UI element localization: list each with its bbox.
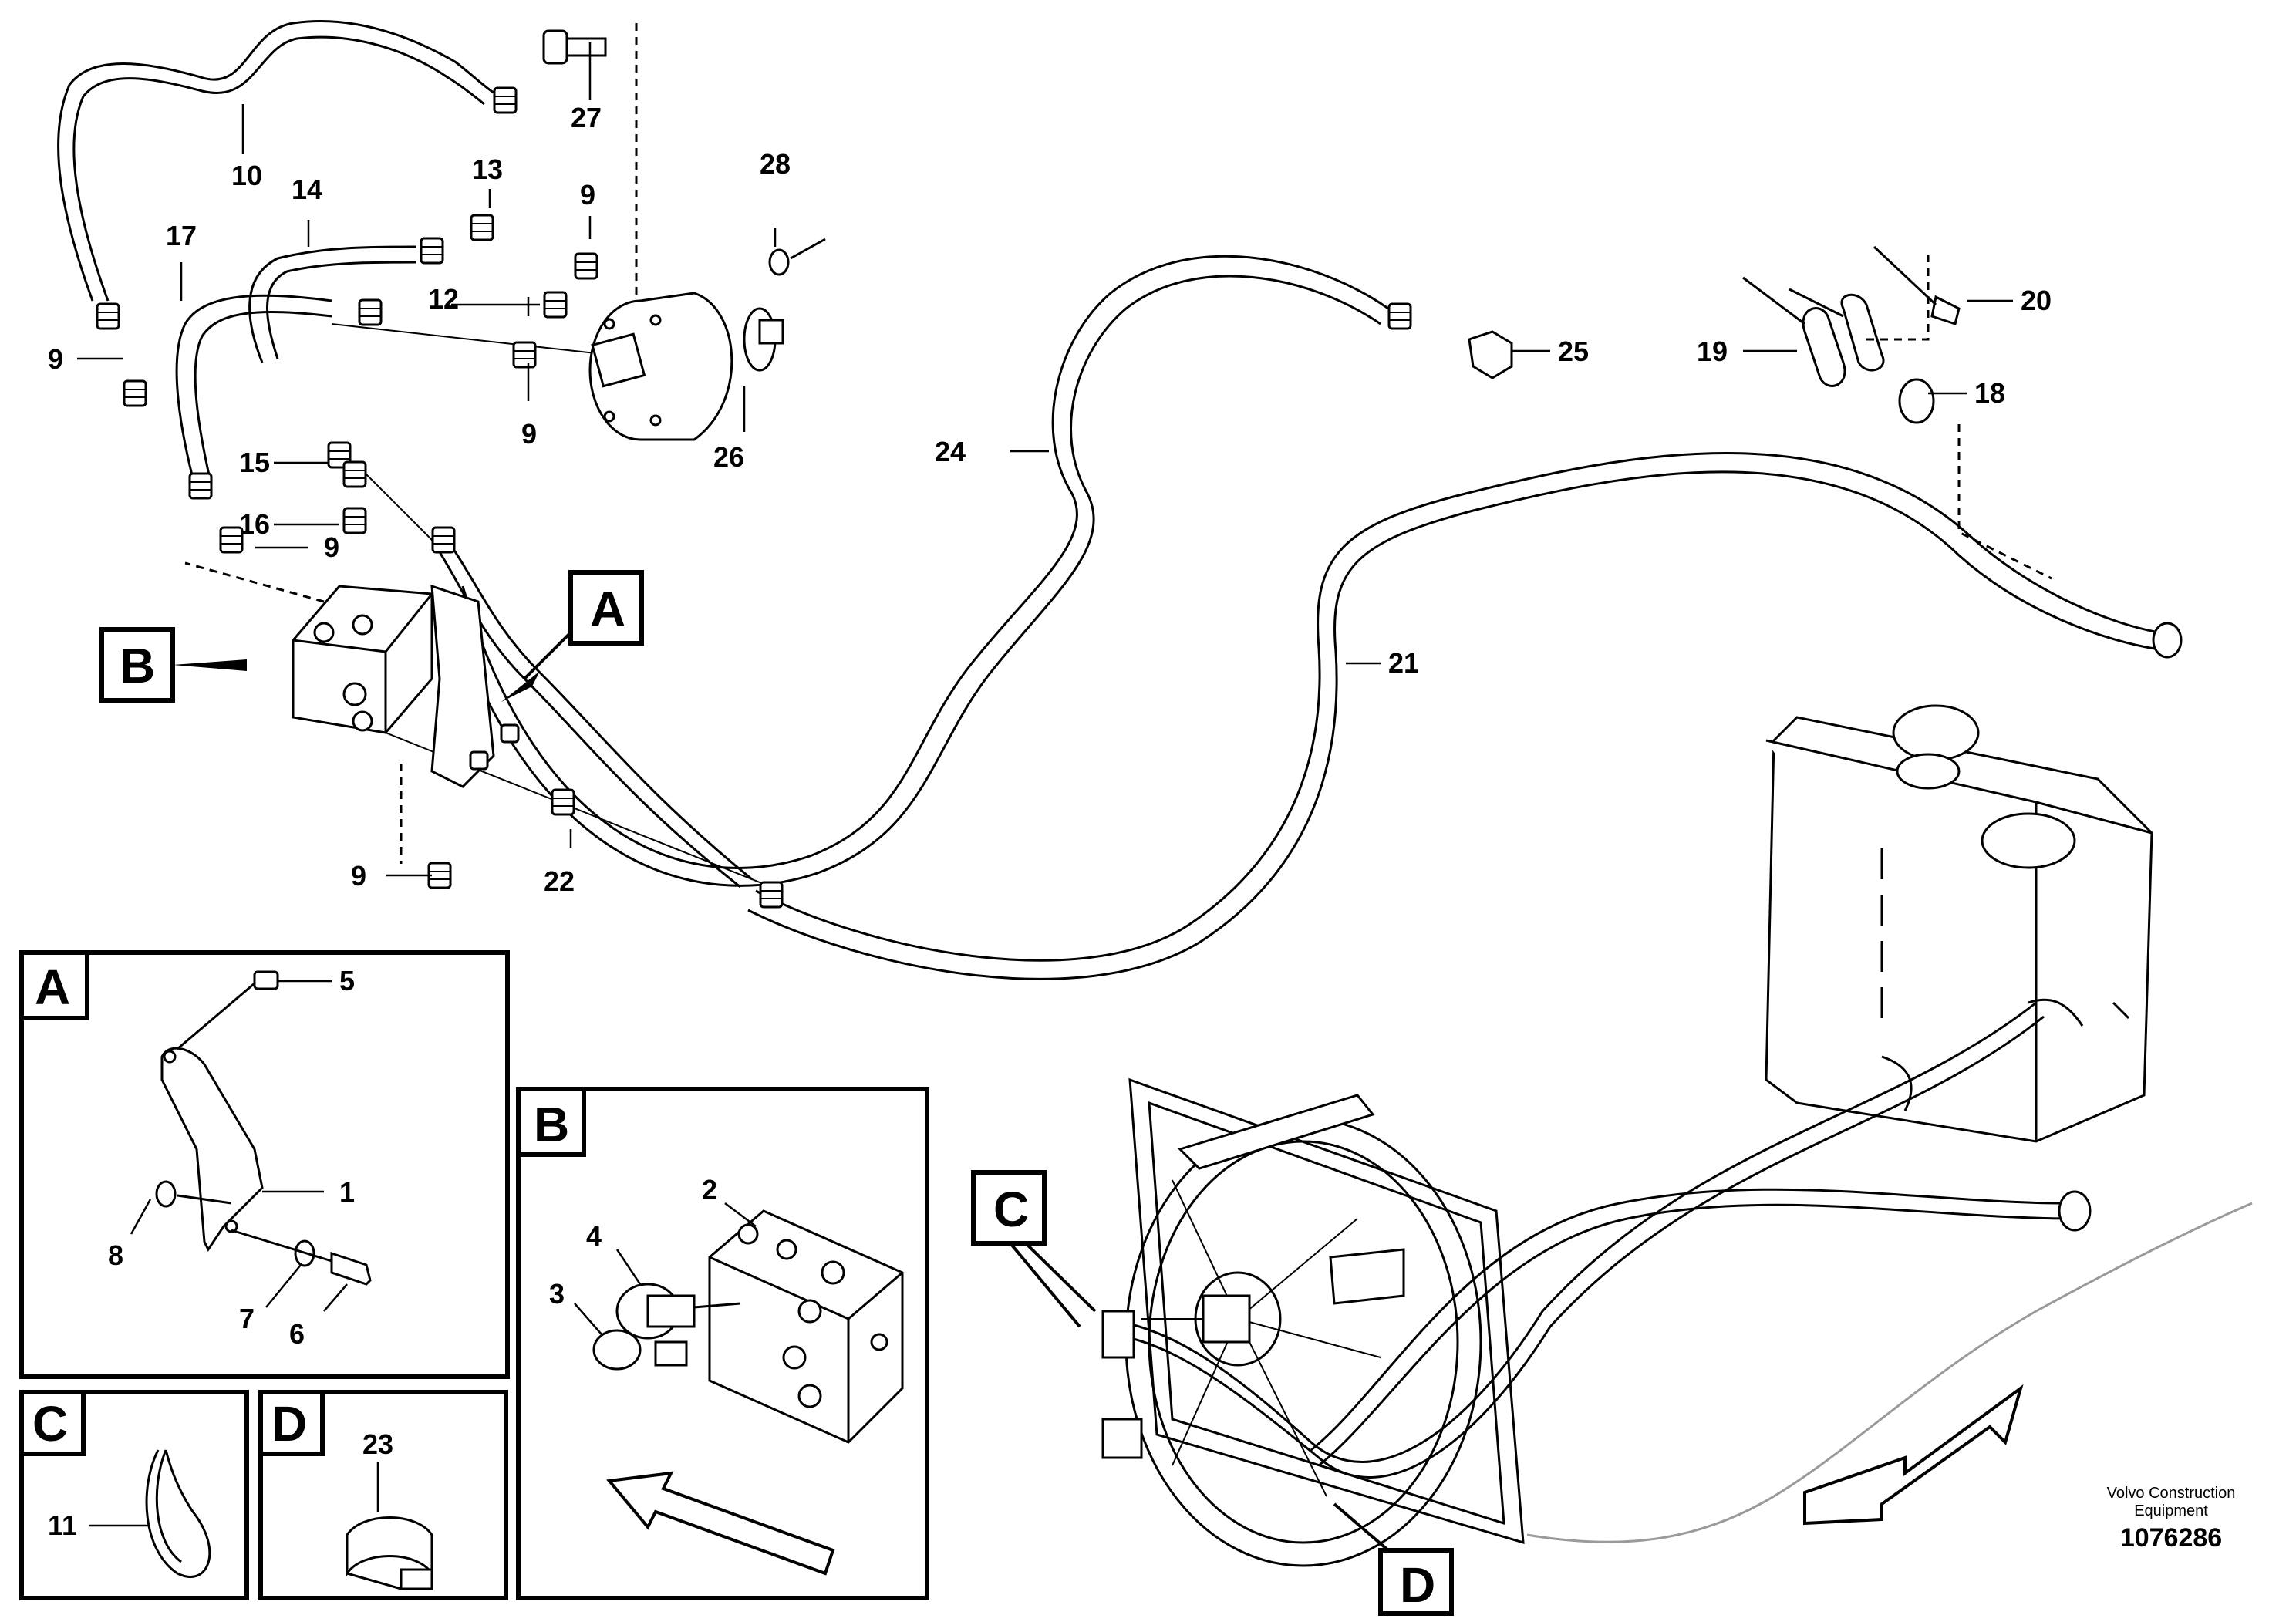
fittings	[96, 86, 1412, 909]
callout-9c: 9	[521, 418, 537, 450]
svg-text:C: C	[32, 1396, 68, 1452]
view-marker-b-main: B	[99, 627, 247, 703]
valve-block-main	[184, 561, 520, 864]
svg-text:C: C	[993, 1182, 1029, 1237]
svg-text:A: A	[35, 959, 70, 1015]
svg-text:D: D	[1400, 1557, 1435, 1613]
callout-16: 16	[239, 508, 270, 540]
hose-10	[57, 20, 494, 302]
callout-9b: 9	[48, 343, 63, 375]
callout-10: 10	[231, 160, 262, 191]
callout-13: 13	[472, 153, 503, 185]
reference-number: 1076286	[2120, 1523, 2222, 1553]
callout-20: 20	[2021, 285, 2052, 316]
callout-9d: 9	[324, 531, 339, 563]
hose-22	[430, 539, 753, 889]
hose-14	[248, 245, 417, 363]
callout-23: 23	[362, 1428, 393, 1460]
callout-22: 22	[544, 865, 575, 897]
fitting-25	[1468, 330, 1513, 379]
callout-7: 7	[239, 1303, 255, 1334]
bolt-27	[542, 23, 638, 301]
callout-1: 1	[339, 1176, 355, 1208]
flange-19	[1742, 245, 2052, 580]
inset-b: B 2 4 3	[516, 1087, 929, 1600]
hydraulic-motor-26	[588, 292, 784, 441]
callout-24: 24	[935, 436, 966, 467]
callout-4: 4	[586, 1220, 602, 1252]
leader-lines	[77, 42, 2013, 877]
callout-9a: 9	[580, 179, 595, 211]
svg-text:B: B	[120, 638, 155, 693]
callout-3: 3	[549, 1278, 565, 1310]
hose-21	[747, 452, 2183, 980]
callout-21: 21	[1388, 647, 1419, 679]
callout-8: 8	[108, 1239, 123, 1271]
inset-a: A 5 1 8 7 6	[19, 950, 510, 1379]
fitting-28-washer	[768, 238, 826, 276]
credit-line-1: Volvo Construction	[2107, 1485, 2236, 1502]
hose-17	[175, 294, 332, 479]
callout-26: 26	[713, 441, 744, 473]
inset-c: C 11	[19, 1390, 249, 1600]
machine-hoses	[1102, 998, 2092, 1479]
svg-text:B: B	[534, 1097, 569, 1152]
callout-15: 15	[239, 447, 270, 478]
callout-12: 12	[428, 283, 459, 315]
direction-arrow-inset-b	[606, 1471, 835, 1576]
credit-block: Volvo Construction Equipment 1076286	[2107, 1485, 2236, 1553]
svg-text:A: A	[590, 582, 625, 637]
drain-hose	[1526, 1202, 2253, 1543]
view-marker-d-main: D	[1333, 1502, 1454, 1616]
view-marker-a-main: A	[501, 570, 644, 702]
hydraulic-tank	[1765, 704, 2153, 1143]
direction-arrow-main	[1803, 1384, 2024, 1526]
callout-11: 11	[48, 1509, 77, 1541]
callout-27: 27	[571, 102, 602, 133]
cooler-fan	[1124, 1077, 1525, 1567]
callout-28: 28	[760, 148, 791, 180]
callout-9e: 9	[351, 860, 366, 892]
callout-17: 17	[166, 220, 197, 251]
callout-19: 19	[1697, 336, 1728, 367]
view-marker-c-main: C	[971, 1170, 1097, 1328]
callout-5: 5	[339, 965, 355, 996]
machine-connectors	[1101, 1294, 1251, 1459]
inset-d: D 23	[258, 1390, 508, 1600]
callout-14: 14	[292, 174, 322, 205]
callout-2: 2	[702, 1174, 717, 1206]
callout-25: 25	[1558, 336, 1589, 367]
credit-line-2: Equipment	[2134, 1502, 2208, 1519]
callout-6: 6	[289, 1318, 305, 1350]
hose-24	[446, 255, 1389, 887]
callout-18: 18	[1974, 377, 2005, 409]
svg-text:D: D	[271, 1396, 307, 1452]
